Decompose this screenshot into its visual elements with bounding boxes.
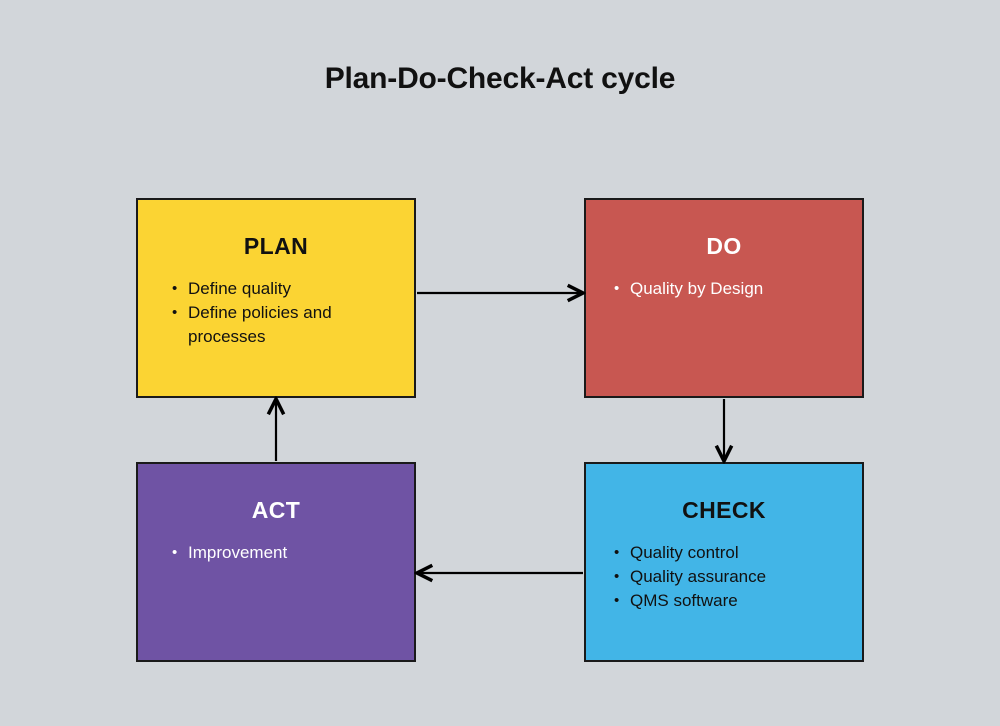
list-item-label: QMS software	[630, 591, 738, 610]
list-item: • Improvement	[138, 541, 414, 565]
bullet-icon: •	[172, 280, 178, 297]
node-plan[interactable]: PLAN • Define quality • Define policies an…	[136, 198, 416, 398]
list-item: • Quality by Design	[586, 277, 862, 301]
node-plan-title: PLAN	[243, 233, 309, 259]
list-item: • Define policies and processes	[138, 301, 414, 349]
bullet-icon: •	[614, 592, 620, 609]
list-item-label: Define policies and processes	[188, 303, 332, 346]
node-act[interactable]: ACT • Improvement	[136, 462, 416, 662]
node-check-list: • Quality control • Quality assurance • QMS…	[586, 541, 862, 613]
list-item-label: Quality assurance	[630, 567, 767, 586]
list-item-label: Quality by Design	[630, 279, 764, 298]
list-item-label: Improvement	[188, 543, 288, 562]
bullet-icon: •	[614, 568, 620, 585]
bullet-icon: •	[614, 544, 620, 561]
list-item: • QMS software	[586, 589, 862, 613]
bullet-icon: •	[172, 304, 178, 321]
bullet-icon: •	[614, 280, 620, 297]
list-item-label: Quality control	[630, 543, 739, 562]
node-act-title: ACT	[251, 497, 301, 523]
node-plan-list: • Define quality • Define policies and pro…	[138, 277, 414, 349]
node-act-list: • Improvement	[138, 541, 414, 565]
node-check-title: CHECK	[682, 497, 766, 523]
node-do-title: DO	[706, 233, 742, 259]
list-item: • Quality assurance	[586, 565, 862, 589]
page-title: Plan-Do-Check-Act cycle	[324, 62, 676, 95]
list-item-label: Define quality	[188, 279, 292, 298]
list-item: • Quality control	[586, 541, 862, 565]
node-do-list: • Quality by Design	[586, 277, 862, 301]
list-item: • Define quality	[138, 277, 414, 301]
node-do[interactable]: DO • Quality by Design	[584, 198, 864, 398]
node-check[interactable]: CHECK • Quality control • Quality assuranc…	[584, 462, 864, 662]
bullet-icon: •	[172, 544, 178, 561]
